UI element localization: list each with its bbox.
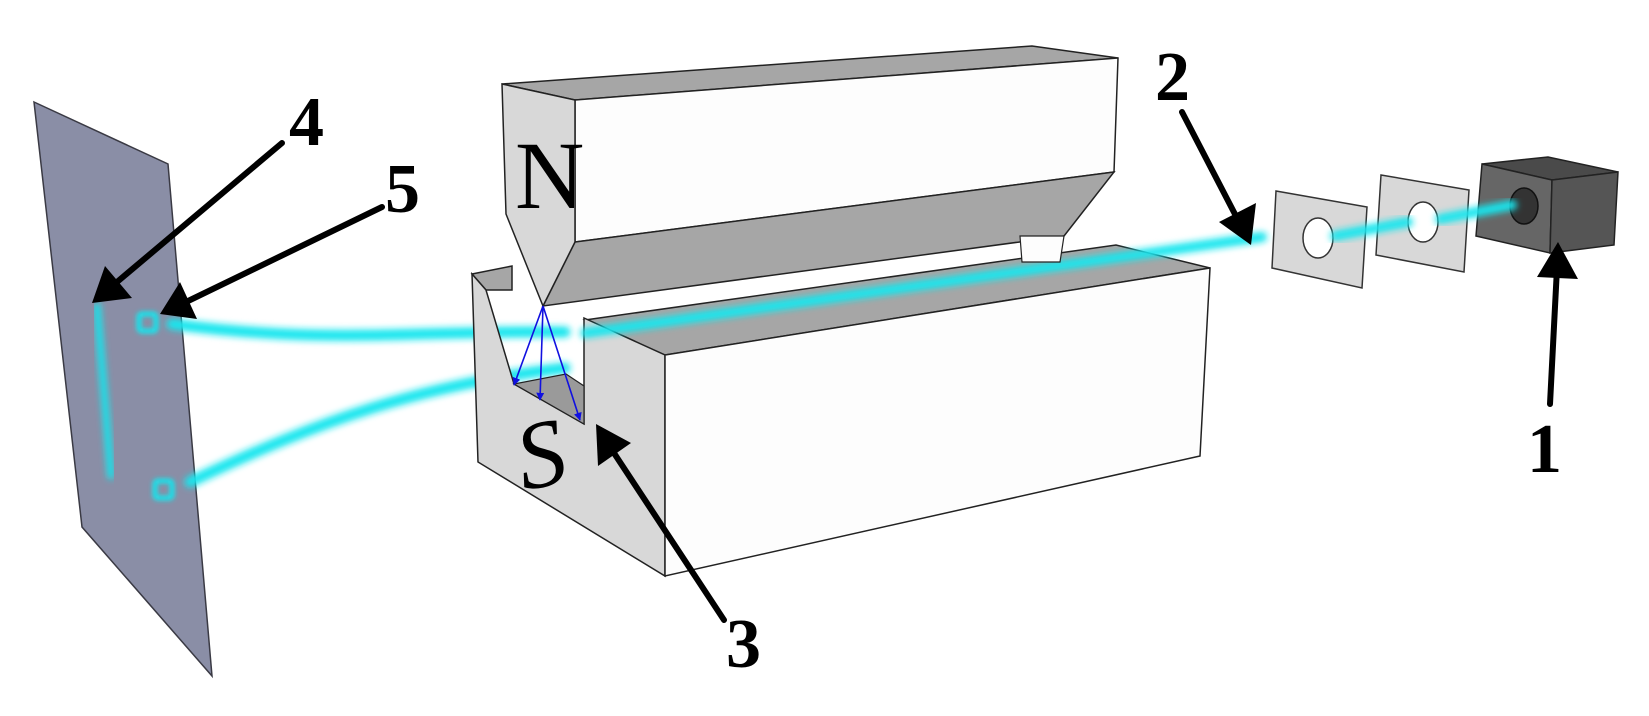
field-line-right	[542, 305, 582, 421]
field-line-middle	[536, 305, 545, 401]
north-magnet: N	[501, 45, 1119, 308]
upper-spot	[136, 311, 159, 334]
label-2: 2	[1155, 39, 1190, 116]
south-magnet: S	[470, 244, 1211, 578]
label-5: 5	[385, 151, 420, 228]
arrow-1	[1537, 242, 1578, 407]
incoming-beam	[580, 232, 1267, 338]
upper-beam	[166, 318, 571, 341]
collimator-slit-front	[1271, 190, 1368, 289]
beam-from-oven	[1435, 200, 1517, 224]
lower-spot	[152, 478, 175, 501]
field-lines	[512, 305, 582, 421]
label-4: 4	[289, 84, 324, 161]
detector-screen	[33, 100, 213, 679]
arrow-2	[1179, 109, 1256, 245]
beam-between-slits	[1330, 217, 1413, 241]
collimator-slit-back	[1375, 174, 1470, 273]
label-1: 1	[1527, 411, 1562, 488]
arrow-4	[92, 140, 285, 303]
classical-smear-line	[93, 302, 115, 480]
field-line-left	[512, 305, 544, 386]
label-3: 3	[726, 606, 761, 683]
callout-arrows	[92, 109, 1578, 623]
north-pole-label: N	[515, 122, 584, 229]
oven	[1475, 156, 1619, 254]
arrow-5	[160, 204, 385, 319]
arrow-3	[596, 424, 727, 623]
